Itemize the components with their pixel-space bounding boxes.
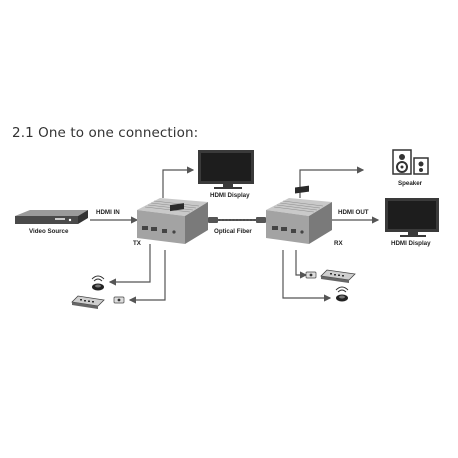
tx-label: TX <box>133 240 141 247</box>
hdmi-in-label: HDMI IN <box>96 209 120 216</box>
ir-emitter-tx-icon <box>113 296 125 304</box>
video-source-label: Video Source <box>29 228 69 235</box>
remote-control-rx-icon <box>320 269 356 283</box>
optical-fiber-cable-icon <box>208 217 266 223</box>
speaker-icon <box>392 149 429 175</box>
ir-receiver-tx-icon <box>91 275 105 291</box>
optical-fiber-label: Optical Fiber <box>214 228 252 235</box>
video-source-icon <box>15 210 88 224</box>
rx-to-speaker-line <box>299 166 365 198</box>
speaker-label: Speaker <box>398 180 423 187</box>
hdmi-out-label: HDMI OUT <box>338 209 369 216</box>
rx-unit-icon <box>266 185 332 244</box>
tx-ir-emitter-line <box>128 250 166 304</box>
ir-receiver-rx-icon <box>335 286 349 302</box>
hdmi-display-rx-icon <box>385 198 439 237</box>
page-heading: 2.1 One to one connection: <box>12 125 199 141</box>
remote-control-tx-icon <box>71 295 105 309</box>
hdmi-display-rx-label: HDMI Display <box>391 240 431 247</box>
rx-label: RX <box>334 240 343 247</box>
tx-to-display-line <box>162 166 195 198</box>
rx-ir-emitter-line <box>295 250 308 279</box>
tx-ir-receiver-line <box>108 244 151 286</box>
tx-unit-icon <box>137 198 208 244</box>
hdmi-display-tx-label: HDMI Display <box>210 192 250 199</box>
hdmi-display-tx-icon <box>198 150 254 189</box>
ir-emitter-rx-icon <box>305 271 317 279</box>
rx-ir-receiver-line <box>282 250 332 302</box>
